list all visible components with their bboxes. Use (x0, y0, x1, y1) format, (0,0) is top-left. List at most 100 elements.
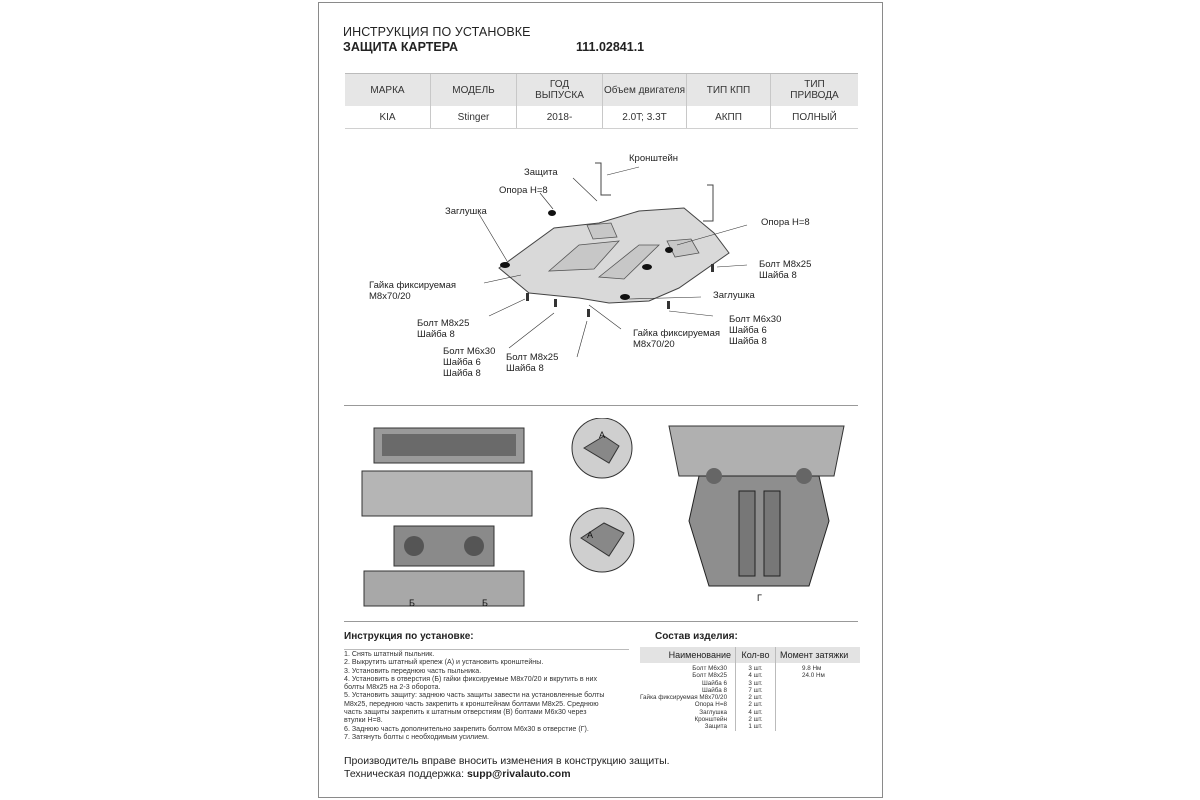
part-name: Гайка фиксируемая М8х70/20 (640, 694, 728, 702)
composition-body: Болт М6х30 Болт М8х25 Шайба 6 Шайба 8 Га… (640, 663, 860, 731)
part-qty: 2 шт. (748, 701, 763, 709)
instruction-step: втулки Н=8. (344, 716, 383, 725)
composition-title: Состав изделия: (655, 631, 738, 642)
instruction-step: 7. Затянуть болты с необходимым усилием. (344, 732, 489, 741)
photo-detail-insets: А А (569, 418, 635, 573)
label-bolt6-right-washer6: Шайба 6 (729, 325, 767, 336)
instruction-step: 4. Установить в отверстия (Б) гайки фикс… (344, 674, 598, 683)
support-label: Техническая поддержка: (344, 768, 465, 780)
label-bracket: Кронштейн (629, 153, 679, 164)
label-plug-left: Заглушка (445, 206, 487, 217)
photo-front-underbody: Б Б (354, 416, 534, 611)
spec-header-drive: ТИП ПРИВОДА (790, 79, 839, 101)
spec-header-row: МАРКА МОДЕЛЬ ГОД ВЫПУСКА Объем двигателя… (345, 74, 858, 106)
label-bolt-right-washer: Шайба 8 (759, 270, 797, 281)
spec-header-model: МОДЕЛЬ (431, 74, 517, 106)
label-bolt6-left-washer6: Шайба 6 (443, 357, 481, 368)
label-bolt6-right-washer8: Шайба 8 (729, 336, 767, 347)
label-bolt-right: Болт М8х25 (759, 259, 812, 270)
composition-header: Наименование Кол-во Момент затяжки (640, 647, 860, 663)
part-qty: 4 шт. (748, 672, 763, 680)
part-qty: 2 шт. (748, 694, 763, 702)
part-torque: 24.0 Нм (802, 672, 825, 680)
part-qty: 3 шт. (748, 665, 763, 672)
part-torque: 9.8 Нм (802, 665, 822, 672)
support-email[interactable]: supp@rivalauto.com (466, 768, 571, 780)
spec-header-year: ГОД ВЫПУСКА (517, 74, 603, 106)
label-plug-right: Заглушка (713, 290, 755, 301)
label-bolt6-left-washer8: Шайба 8 (443, 368, 481, 379)
instructions-and-composition: Инструкция по установке: 1. Снять штатны… (344, 621, 860, 752)
part-name: Защита (704, 723, 727, 731)
instruction-step: 2. Выкрутить штатный крепеж (А) и устано… (344, 658, 544, 667)
instruction-step: 1. Снять штатный пыльник. (344, 650, 435, 658)
label-bolt-left: Болт М8х25 (417, 318, 470, 329)
instruction-step: М8х25, переднюю часть закрепить к кроншт… (344, 699, 599, 708)
instruction-step: 6. Заднюю часть дополнительно закрепить … (344, 724, 589, 733)
part-name: Болт М8х25 (692, 672, 727, 680)
spec-engine: 2.0T; 3.3T (603, 106, 687, 128)
label-bolt-center: Болт М8х25 (506, 352, 559, 363)
exploded-view-drawing: Кронштейн Защита Опора Н=8 Заглушка Опор… (349, 153, 829, 388)
composition-table: Наименование Кол-во Момент затяжки Болт … (640, 647, 860, 731)
part-qty: 4 шт. (748, 708, 763, 716)
article-number: 111.02841.1 (576, 40, 645, 54)
instruction-sheet: ИНСТРУКЦИЯ ПО УСТАНОВКЕ ЗАЩИТА КАРТЕРА 1… (318, 2, 883, 798)
spec-gearbox: АКПП (687, 106, 771, 128)
spec-data-row: KIA Stinger 2018- 2.0T; 3.3T АКПП ПОЛНЫЙ (345, 106, 858, 129)
composition-col-qty: Кол-во (736, 647, 776, 663)
label-nut-left: Гайка фиксируемая (369, 280, 456, 291)
inset-mark-a-bottom: А (587, 530, 593, 540)
composition-names: Болт М6х30 Болт М8х25 Шайба 6 Шайба 8 Га… (640, 663, 736, 731)
label-nut-center-size: М8х70/20 (633, 339, 675, 350)
part-qty: 3 шт. (748, 679, 763, 687)
instruction-steps: 1. Снять штатный пыльник. 2. Выкрутить ш… (344, 649, 629, 741)
composition-torques: 9.8 Нм 24.0 Нм (776, 663, 860, 731)
part-name: Опора Н=8 (694, 701, 727, 709)
spec-header-engine: Объем двигателя (603, 74, 687, 106)
part-name: Кронштейн (694, 716, 727, 724)
label-nut-center: Гайка фиксируемая (633, 328, 720, 339)
doc-title: ИНСТРУКЦИЯ ПО УСТАНОВКЕ (343, 25, 531, 39)
photo-mark-g: Г (757, 593, 762, 603)
part-name: Шайба 8 (701, 686, 727, 694)
instructions-title: Инструкция по установке: (344, 631, 474, 642)
instruction-step: болты М8х25 на 2-3 оборота. (344, 683, 441, 692)
manufacturer-notice: Производитель вправе вносить изменения в… (344, 755, 670, 767)
vehicle-spec-table: МАРКА МОДЕЛЬ ГОД ВЫПУСКА Объем двигателя… (345, 73, 858, 129)
instruction-step: 5. Установить защиту: заднюю часть защит… (344, 691, 605, 700)
spec-year: 2018- (517, 106, 603, 128)
support-line: Техническая поддержка: supp@rivalauto.co… (344, 768, 571, 780)
spec-header-make: МАРКА (345, 74, 431, 106)
label-guard: Защита (524, 167, 558, 178)
inset-mark-a-top: А (599, 430, 605, 440)
instruction-step: 3. Установить переднюю часть пыльника. (344, 666, 482, 675)
installation-photos: Б Б А А Г (344, 405, 858, 624)
label-nut-left-size: М8х70/20 (369, 291, 411, 302)
label-support-right: Опора Н=8 (761, 217, 810, 228)
skid-plate-illustration (478, 162, 748, 358)
composition-col-torque: Момент затяжки (780, 650, 849, 660)
photo-installed-guard: Г (659, 416, 854, 611)
part-name: Шайба 6 (701, 679, 727, 687)
label-bolt6-left: Болт М6х30 (443, 346, 496, 357)
label-bolt-center-washer: Шайба 8 (506, 363, 544, 374)
spec-header-gearbox: ТИП КПП (687, 74, 771, 106)
part-name: Заглушка (699, 708, 727, 716)
part-qty: 1 шт. (748, 723, 763, 731)
label-bolt-left-washer: Шайба 8 (417, 329, 455, 340)
part-qty: 2 шт. (748, 716, 763, 724)
product-name: ЗАЩИТА КАРТЕРА (343, 40, 458, 54)
spec-drive: ПОЛНЫЙ (792, 111, 837, 123)
spec-make: KIA (345, 106, 431, 128)
composition-quantities: 3 шт. 4 шт. 3 шт. 7 шт. 2 шт. 2 шт. 4 шт… (736, 663, 776, 731)
part-name: Болт М6х30 (692, 665, 727, 672)
photo-mark-b-left: Б (409, 598, 415, 608)
photo-mark-b-right: Б (482, 598, 488, 608)
label-bolt6-right: Болт М6х30 (729, 314, 782, 325)
composition-col-name: Наименование (640, 647, 736, 663)
instruction-step: часть защиты закрепить к штатным отверст… (344, 708, 587, 717)
label-support-left: Опора Н=8 (499, 185, 548, 196)
spec-model: Stinger (431, 106, 517, 128)
part-qty: 7 шт. (748, 686, 763, 694)
